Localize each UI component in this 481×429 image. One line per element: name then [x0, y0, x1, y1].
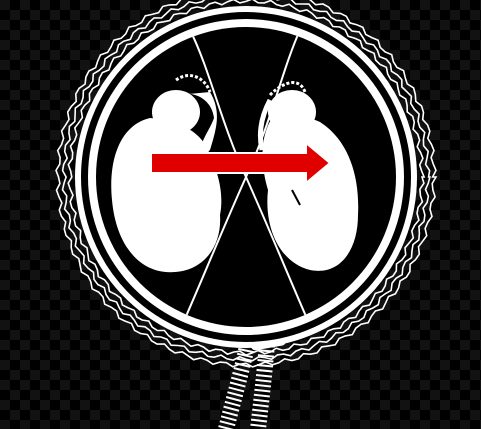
- illustration-canvas: [0, 0, 481, 429]
- twin-pregnancy-diagram: [0, 0, 481, 429]
